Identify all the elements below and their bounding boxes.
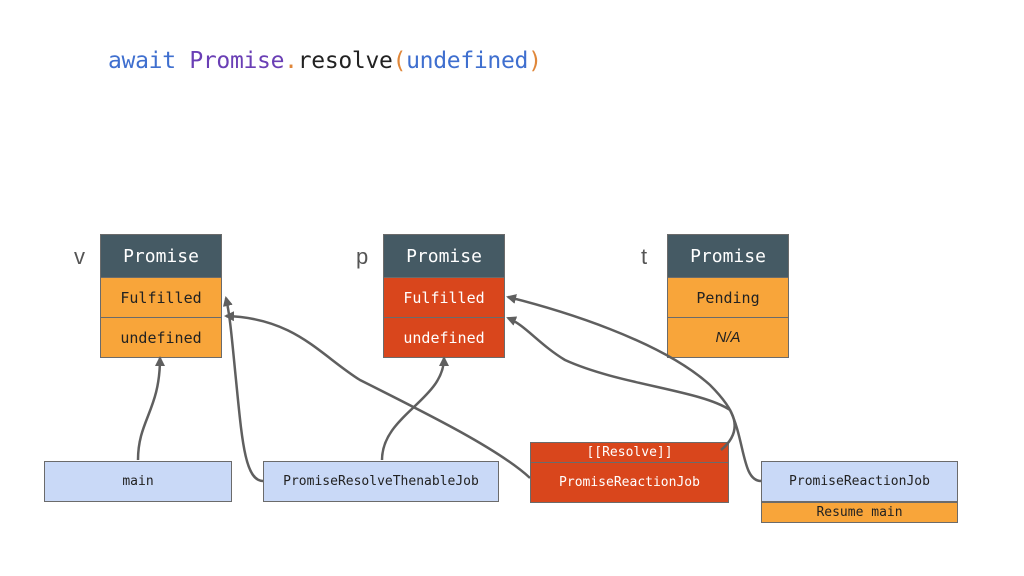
promise-state: Fulfilled	[384, 277, 504, 317]
code-arg: undefined	[406, 48, 529, 74]
job-promise-resolve-thenable: PromiseResolveThenableJob	[263, 461, 499, 502]
code-open-paren: (	[392, 48, 407, 74]
var-label-p: p	[356, 244, 369, 269]
promise-state: Fulfilled	[101, 277, 221, 317]
promise-header: Promise	[101, 235, 221, 277]
var-label-t: t	[641, 244, 648, 269]
arrow-main-to-v	[136, 356, 165, 461]
code-method: resolve	[297, 48, 393, 74]
arrow-red-reaction-to-v	[224, 311, 531, 479]
code-class: Promise	[189, 48, 285, 74]
resume-main-tag: Resume main	[761, 502, 958, 523]
code-close-paren: )	[528, 48, 542, 74]
arrow-thenable-to-p	[380, 356, 449, 461]
promise-header: Promise	[384, 235, 504, 277]
code-await: await	[108, 48, 176, 74]
code-line: await Promise.resolve(undefined)	[108, 48, 542, 74]
promise-p: Promise Fulfilled undefined	[383, 234, 505, 358]
promise-value: undefined	[384, 317, 504, 357]
arrow-blue-reaction-to-p	[506, 316, 762, 483]
var-label-v: v	[74, 244, 85, 269]
promise-value: undefined	[101, 317, 221, 357]
job-promise-reaction-blue: PromiseReactionJob	[761, 461, 958, 502]
promise-header: Promise	[668, 235, 788, 277]
job-main: main	[44, 461, 232, 502]
arrow-thenable-to-v	[222, 296, 264, 483]
job-promise-reaction-red: PromiseReactionJob	[530, 462, 729, 503]
promise-t: Promise Pending N/A	[667, 234, 789, 358]
promise-value: N/A	[668, 317, 788, 357]
promise-v: Promise Fulfilled undefined	[100, 234, 222, 358]
promise-state: Pending	[668, 277, 788, 317]
code-dot: .	[284, 48, 298, 74]
arrow-resolve-to-p	[506, 294, 736, 451]
